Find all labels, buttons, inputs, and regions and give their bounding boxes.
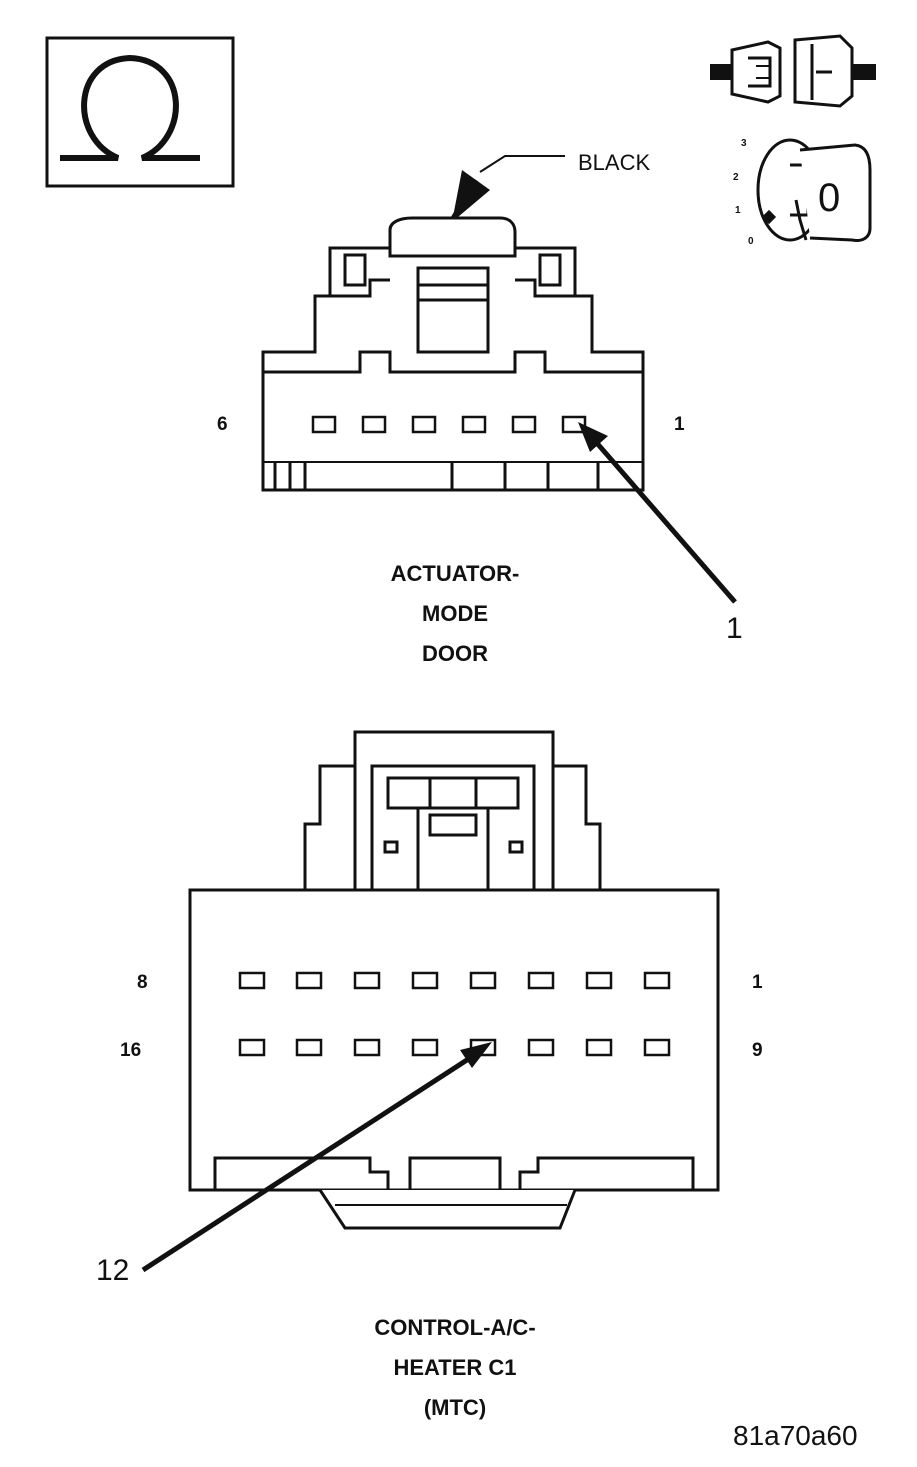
bottom-title-line-1: CONTROL-A/C- xyxy=(374,1315,536,1340)
figure-code: 81a70a60 xyxy=(733,1420,858,1451)
bottom-connector-title: CONTROL-A/C- HEATER C1 (MTC) xyxy=(320,1308,590,1428)
ohm-meter-icon xyxy=(45,36,235,188)
row2-right-label: 9 xyxy=(752,1040,763,1061)
top-connector-pin-left-label: 6 xyxy=(217,414,228,435)
row1-left-label: 8 xyxy=(137,972,148,993)
ignition-off-icon xyxy=(756,138,872,242)
bottom-title-line-3: (MTC) xyxy=(423,1395,487,1420)
top-title-line-2: MODE xyxy=(422,601,488,626)
top-title-line-1: ACTUATOR- xyxy=(390,561,520,586)
top-title-line-3: DOOR xyxy=(422,641,488,666)
wire-color-label: BLACK xyxy=(578,150,651,175)
ignition-position-1: 1 xyxy=(735,205,741,216)
ignition-key-label: 0 xyxy=(818,176,841,220)
top-connector-title: ACTUATOR- MODE DOOR xyxy=(330,554,580,674)
top-connector-pin-right-label: 1 xyxy=(674,414,685,435)
bottom-title-line-2: HEATER C1 xyxy=(393,1355,517,1380)
ignition-position-2: 2 xyxy=(733,172,739,183)
callout-pin-1: 1 xyxy=(726,612,743,645)
row1-right-label: 1 xyxy=(752,972,763,993)
row2-left-label: 16 xyxy=(120,1040,142,1061)
connector-disconnected-icon xyxy=(710,34,876,108)
control-ac-heater-c1-connector xyxy=(188,730,720,1230)
actuator-mode-door-connector xyxy=(261,216,645,492)
ignition-position-3: 3 xyxy=(741,138,747,149)
ignition-position-0: 0 xyxy=(748,236,754,247)
callout-pin-12: 12 xyxy=(96,1254,130,1287)
